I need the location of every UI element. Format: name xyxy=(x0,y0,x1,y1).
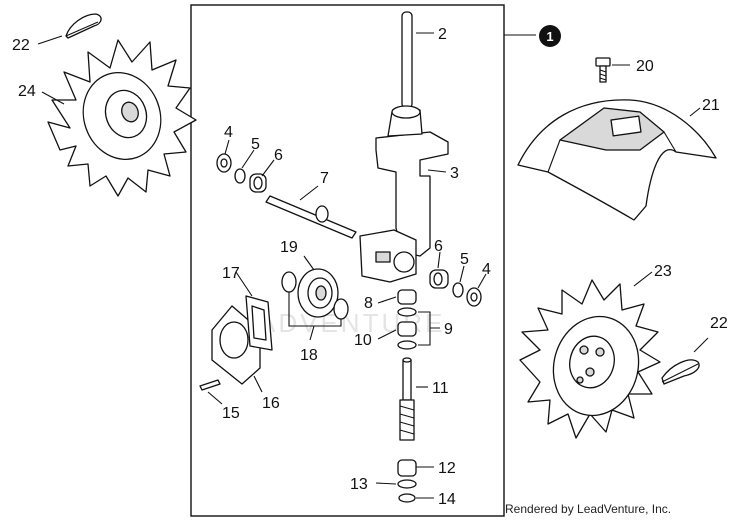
leader-lines xyxy=(37,32,709,499)
callout-9: 9 xyxy=(444,321,453,338)
callout-16: 16 xyxy=(262,395,280,412)
callout-8: 8 xyxy=(364,295,373,312)
tine-wheel-left xyxy=(47,39,197,197)
shaft xyxy=(265,195,357,239)
rod xyxy=(401,11,413,109)
callout-18: 18 xyxy=(300,347,318,364)
spacer-9-upper xyxy=(397,307,417,317)
callout-21: 21 xyxy=(702,97,720,114)
callout-1: 1 xyxy=(546,29,553,44)
bushing-8 xyxy=(397,289,417,305)
bushing-6-right xyxy=(429,269,449,289)
callout-10: 10 xyxy=(354,332,372,349)
spacer-9-lower xyxy=(397,340,417,350)
watermark: ADVENTURE xyxy=(258,308,445,338)
washer-14 xyxy=(398,493,416,503)
callout-5-right: 5 xyxy=(460,251,469,268)
callout-24: 24 xyxy=(18,83,36,100)
washer-4-left xyxy=(216,153,232,173)
bushing-10 xyxy=(397,321,417,337)
callout-22-right: 22 xyxy=(710,315,728,332)
assembly-frame xyxy=(190,4,505,517)
assembly-badge xyxy=(539,25,561,47)
hairpin-clip-left xyxy=(65,13,102,39)
bushing-6-left xyxy=(249,173,267,193)
worm-gear xyxy=(297,268,339,318)
callout-3: 3 xyxy=(450,165,459,182)
callout-12: 12 xyxy=(438,460,456,477)
bracket-9 xyxy=(418,311,440,346)
hairpin-clip-right xyxy=(661,359,700,385)
worm-shaft xyxy=(399,357,415,441)
ring-5-left xyxy=(234,168,246,184)
callout-11: 11 xyxy=(432,380,449,397)
callout-6-left: 6 xyxy=(274,147,283,164)
callout-2: 2 xyxy=(438,26,447,43)
ring-5-right xyxy=(452,282,464,298)
bolt xyxy=(595,57,611,83)
bushing-12 xyxy=(397,459,417,477)
tine-shield xyxy=(517,99,717,221)
gear-housing xyxy=(359,105,449,283)
washer-13 xyxy=(397,479,417,489)
callout-6-right: 6 xyxy=(434,238,443,255)
callout-4-right: 4 xyxy=(482,261,491,278)
screw xyxy=(199,379,221,391)
washer-4-right xyxy=(466,287,482,307)
callout-5-left: 5 xyxy=(251,136,260,153)
callout-4-left: 4 xyxy=(224,124,233,141)
callout-14: 14 xyxy=(438,491,456,508)
tine-wheel-right xyxy=(519,279,661,439)
callout-17: 17 xyxy=(222,265,240,282)
thrust-washer-right xyxy=(333,298,349,320)
callout-23: 23 xyxy=(654,263,672,280)
callout-7: 7 xyxy=(320,170,329,187)
callout-20: 20 xyxy=(636,58,654,75)
callout-22-left: 22 xyxy=(12,37,30,54)
callout-13: 13 xyxy=(350,476,368,493)
credit-text: Rendered by LeadVenture, Inc. xyxy=(505,502,671,516)
callout-19: 19 xyxy=(280,239,298,256)
thrust-washer-left xyxy=(281,271,297,293)
bracket-18 xyxy=(288,292,342,327)
callout-15: 15 xyxy=(222,405,240,422)
gasket xyxy=(245,295,273,351)
